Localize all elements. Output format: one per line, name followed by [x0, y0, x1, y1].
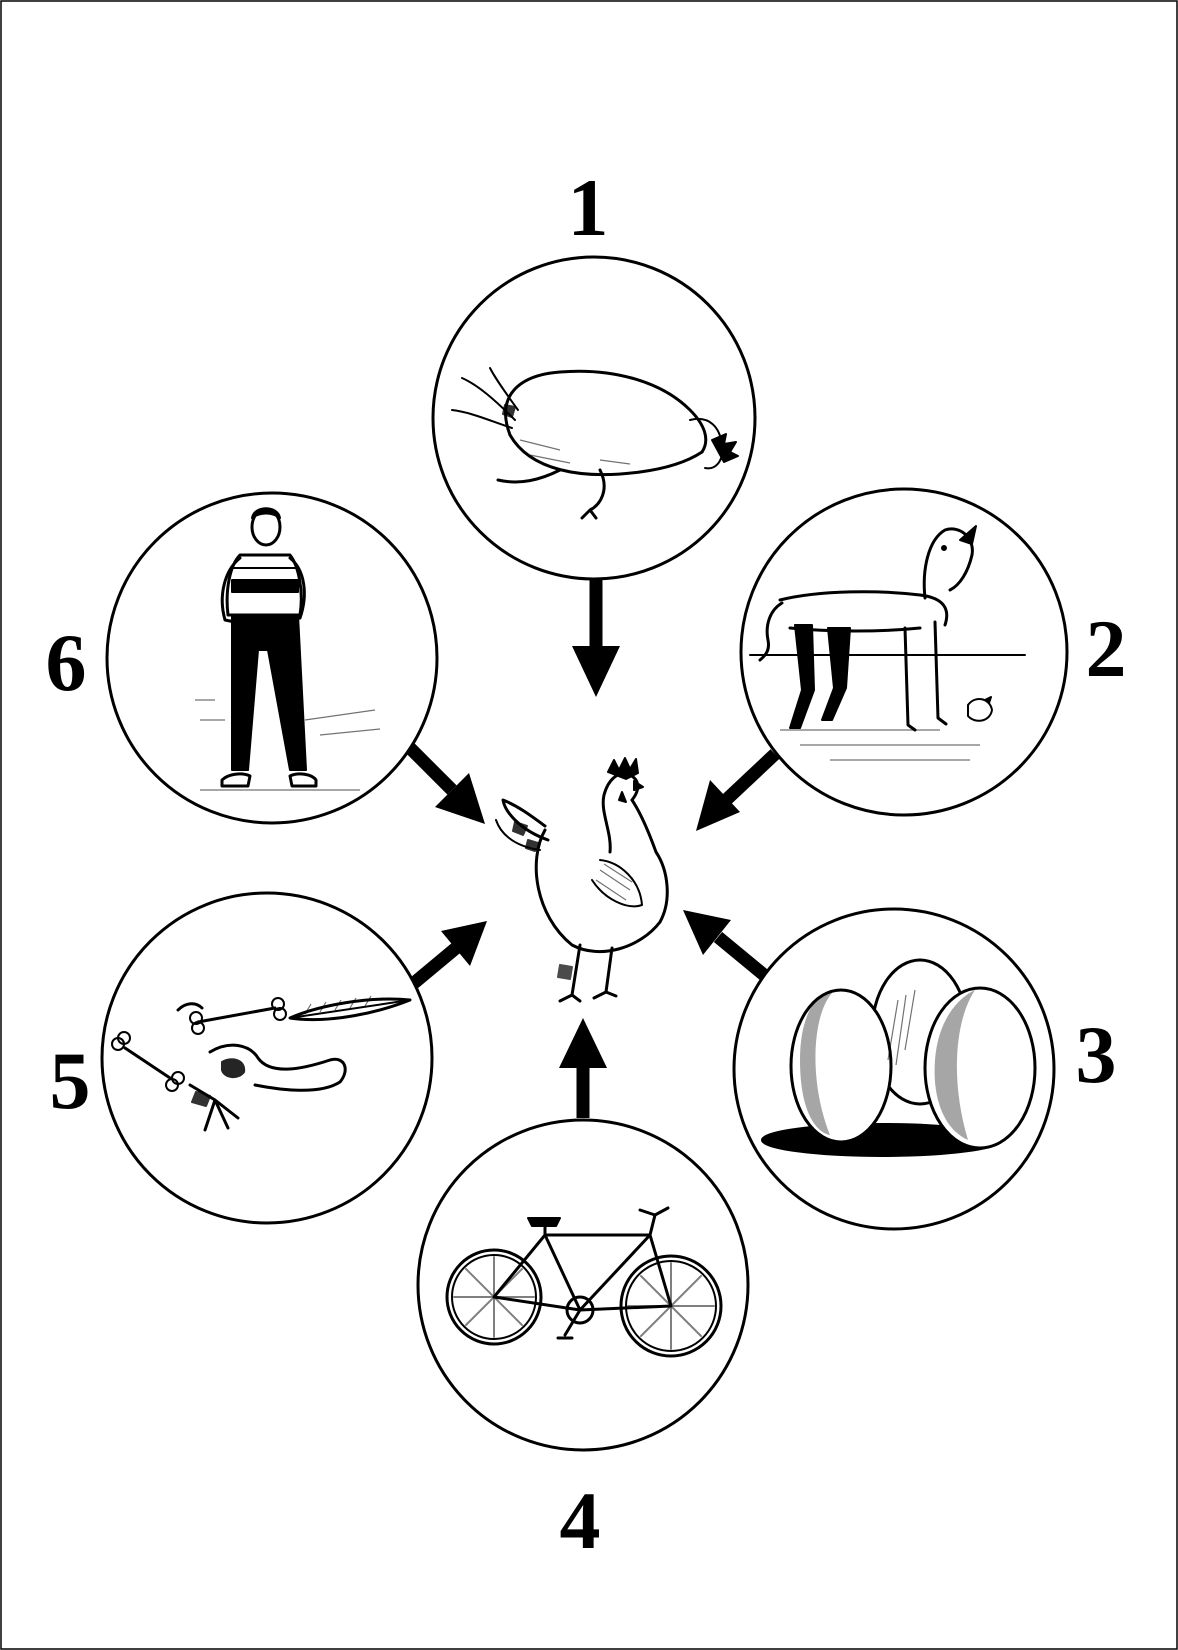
label-5: 5 — [50, 1035, 91, 1126]
dead-chicken-icon — [451, 367, 739, 520]
arrow-5-to-center — [409, 921, 487, 988]
label-1: 1 — [568, 162, 609, 253]
circle-4 — [416, 1118, 750, 1452]
circle-5 — [100, 891, 434, 1225]
label-4: 4 — [560, 1475, 601, 1566]
circle-2 — [739, 487, 1069, 817]
circle-1 — [431, 255, 757, 581]
dog-icon — [749, 525, 1026, 761]
eggs-icon — [761, 958, 1037, 1157]
arrow-4-to-center — [559, 1018, 607, 1118]
bicycle-icon — [445, 1206, 723, 1358]
label-3: 3 — [1076, 1009, 1117, 1100]
label-2: 2 — [1086, 603, 1127, 694]
arrow-3-to-center — [683, 910, 769, 981]
arrow-6-to-center — [405, 743, 485, 824]
rooster-icon — [495, 757, 669, 1003]
bones-feathers-icon — [111, 995, 412, 1132]
label-6: 6 — [46, 617, 87, 708]
arrow-1-to-center — [572, 580, 620, 697]
man-icon — [195, 507, 381, 791]
arrow-2-to-center — [696, 749, 780, 831]
